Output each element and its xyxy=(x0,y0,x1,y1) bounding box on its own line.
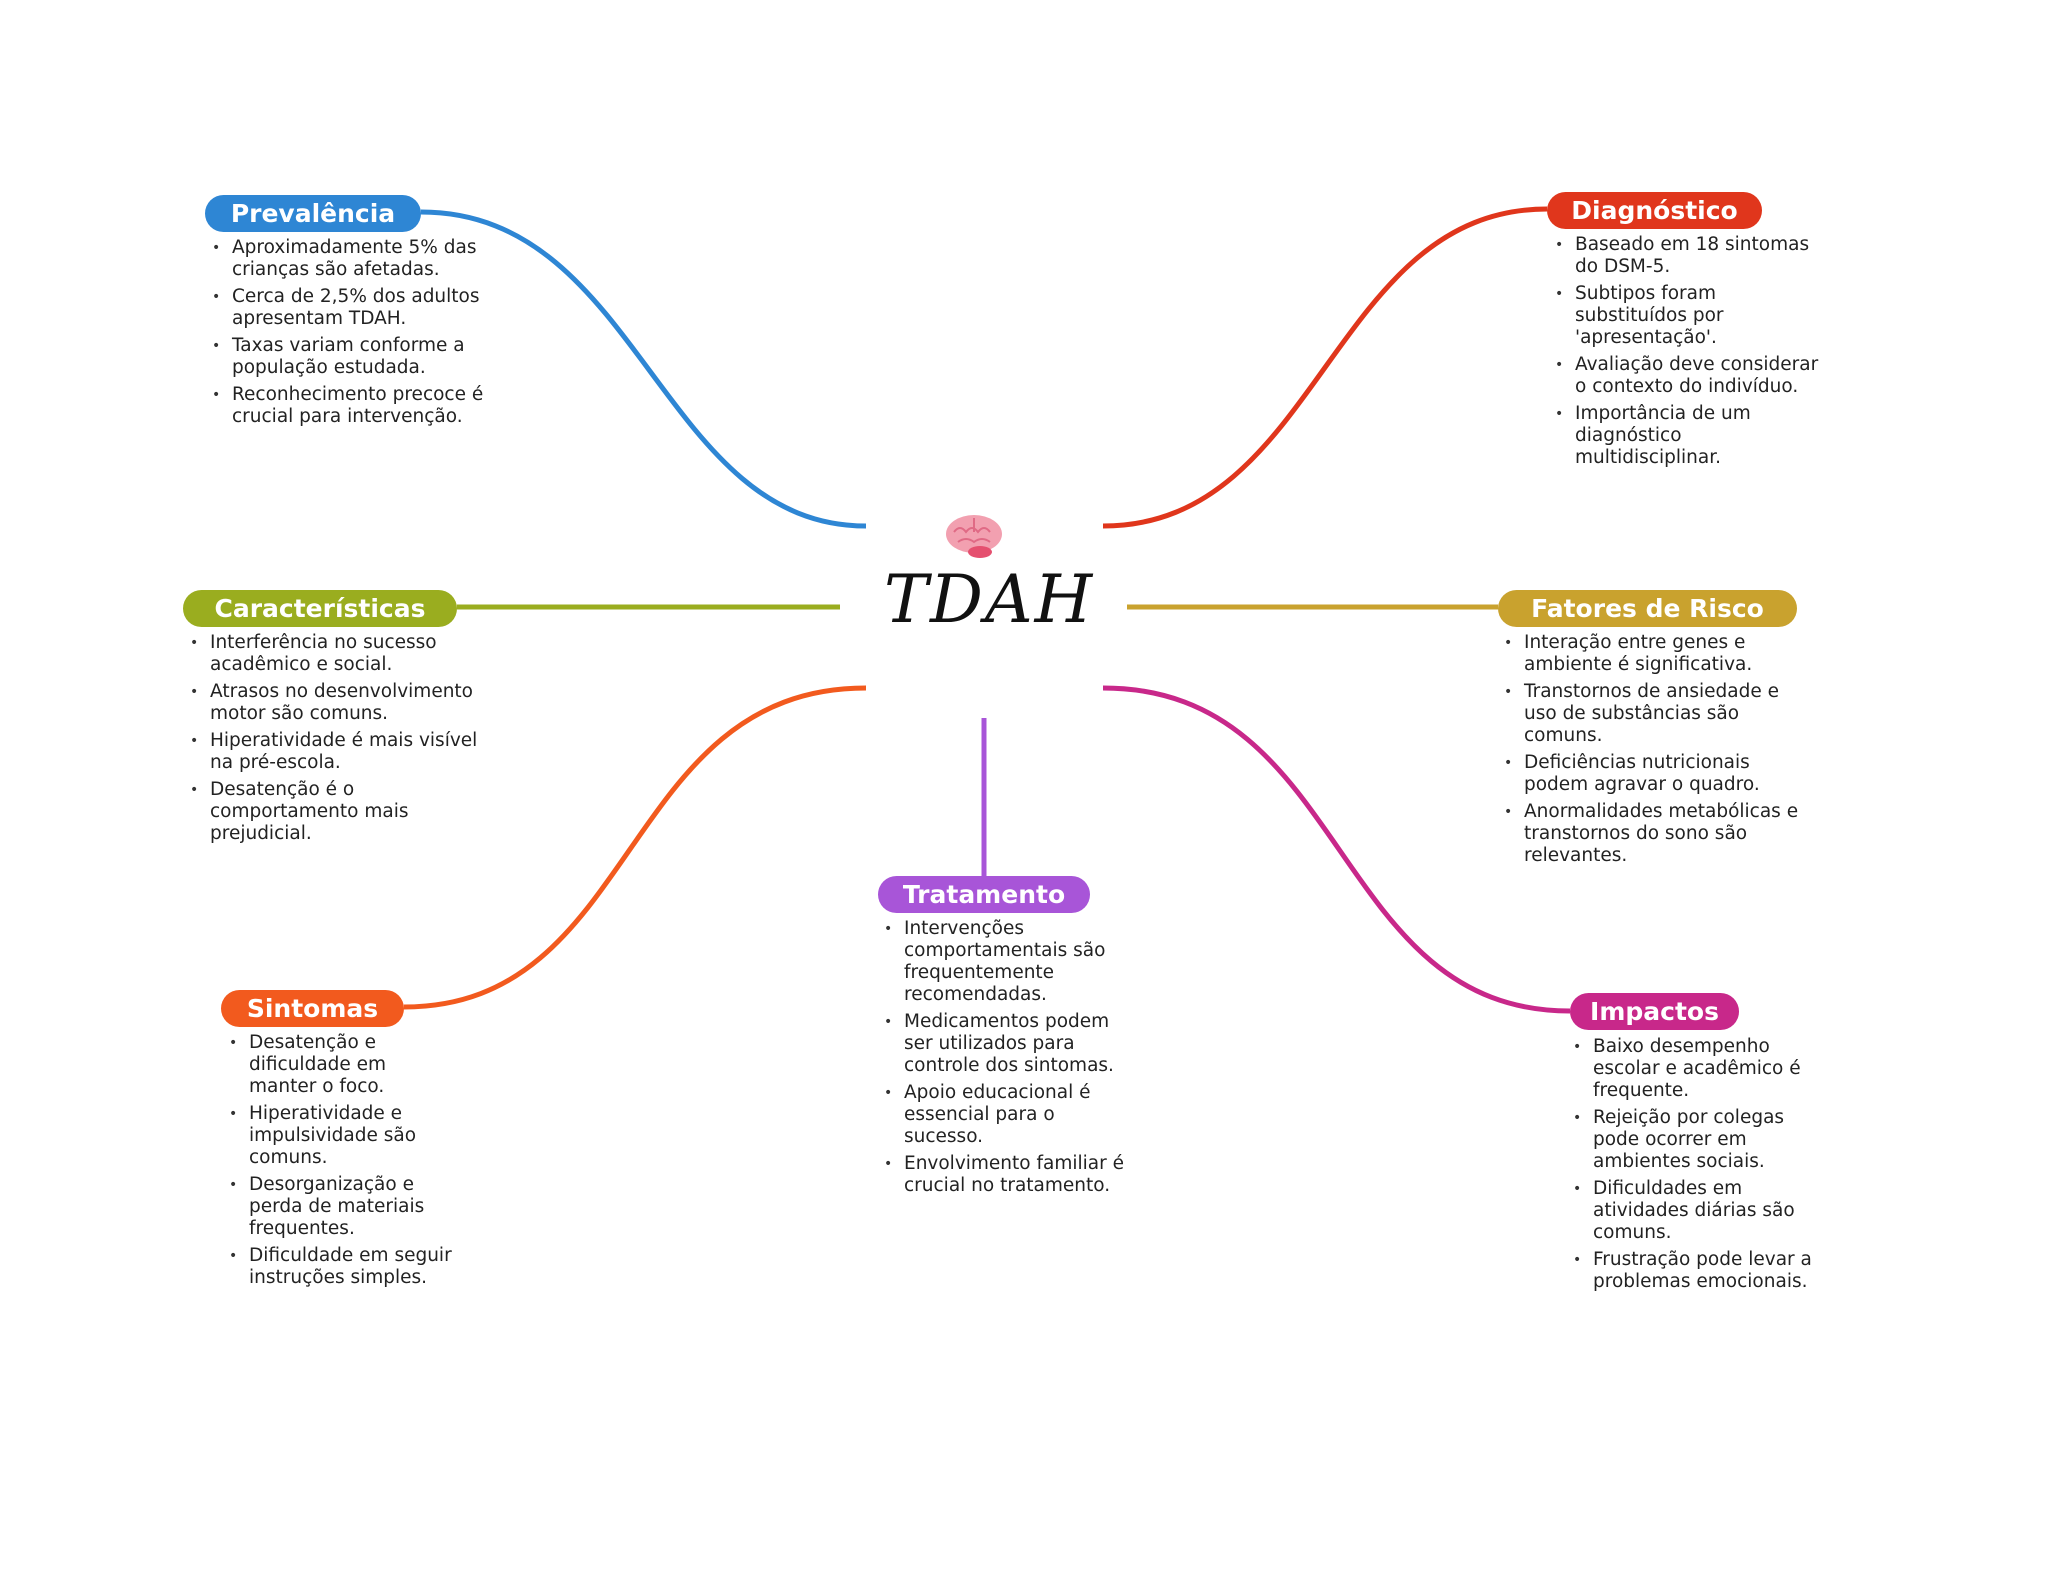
topic-sintomas[interactable]: Sintomas xyxy=(221,990,404,1027)
link-impactos xyxy=(1102,685,1571,1014)
list-item: Subtipos foram substituídos por 'apresen… xyxy=(1555,283,1825,349)
central-topic: TDAH xyxy=(884,561,1095,638)
list-item: Importância de um diagnóstico multidisci… xyxy=(1555,403,1825,469)
topic-tratamento[interactable]: Tratamento xyxy=(878,876,1090,913)
list-item: Hiperatividade e impulsividade são comun… xyxy=(229,1103,459,1169)
sintomas-list: Desatenção e dificuldade em manter o foc… xyxy=(229,1032,459,1294)
impactos-list: Baixo desempenho escolar e acadêmico é f… xyxy=(1573,1036,1813,1298)
list-item: Medicamentos podem ser utilizados para c… xyxy=(884,1011,1139,1077)
list-item: Intervenções comportamentais são frequen… xyxy=(884,918,1139,1006)
list-item: Taxas variam conforme a população estuda… xyxy=(212,335,502,379)
list-item: Frustração pode levar a problemas emocio… xyxy=(1573,1249,1813,1293)
fatores-list: Interação entre genes e ambiente é signi… xyxy=(1504,632,1804,872)
list-item: Desatenção e dificuldade em manter o foc… xyxy=(229,1032,459,1098)
list-item: Dificuldades em atividades diárias são c… xyxy=(1573,1178,1813,1244)
topic-prevalencia[interactable]: Prevalência xyxy=(205,195,421,232)
list-item: Reconhecimento precoce é crucial para in… xyxy=(212,384,502,428)
link-prevalencia xyxy=(420,209,867,529)
list-item: Baseado em 18 sintomas do DSM-5. xyxy=(1555,234,1825,278)
list-item: Atrasos no desenvolvimento motor são com… xyxy=(190,681,490,725)
list-item: Envolvimento familiar é crucial no trata… xyxy=(884,1153,1139,1197)
tratamento-list: Intervenções comportamentais são frequen… xyxy=(884,918,1139,1202)
topic-diagnostico[interactable]: Diagnóstico xyxy=(1547,192,1762,229)
list-item: Interferência no sucesso acadêmico e soc… xyxy=(190,632,490,676)
list-item: Desorganização e perda de materiais freq… xyxy=(229,1174,459,1240)
link-diagnostico xyxy=(1102,206,1548,529)
diagnostico-list: Baseado em 18 sintomas do DSM-5. Subtipo… xyxy=(1555,234,1825,474)
topic-impactos[interactable]: Impactos xyxy=(1570,993,1739,1030)
list-item: Aproximadamente 5% das crianças são afet… xyxy=(212,237,502,281)
list-item: Avaliação deve considerar o contexto do … xyxy=(1555,354,1825,398)
brain-icon xyxy=(946,515,1002,558)
list-item: Cerca de 2,5% dos adultos apresentam TDA… xyxy=(212,286,502,330)
list-item: Rejeição por colegas pode ocorrer em amb… xyxy=(1573,1107,1813,1173)
list-item: Dificuldade em seguir instruções simples… xyxy=(229,1245,459,1289)
list-item: Anormalidades metabólicas e transtornos … xyxy=(1504,801,1804,867)
list-item: Baixo desempenho escolar e acadêmico é f… xyxy=(1573,1036,1813,1102)
caracteristicas-list: Interferência no sucesso acadêmico e soc… xyxy=(190,632,490,850)
list-item: Hiperatividade é mais visível na pré-esc… xyxy=(190,730,490,774)
topic-fatores-de-risco[interactable]: Fatores de Risco xyxy=(1498,590,1797,627)
link-sintomas xyxy=(403,685,867,1010)
list-item: Desatenção é o comportamento mais prejud… xyxy=(190,779,490,845)
list-item: Deficiências nutricionais podem agravar … xyxy=(1504,752,1804,796)
list-item: Apoio educacional é essencial para o suc… xyxy=(884,1082,1139,1148)
prevalencia-list: Aproximadamente 5% das crianças são afet… xyxy=(212,237,502,433)
list-item: Interação entre genes e ambiente é signi… xyxy=(1504,632,1804,676)
topic-caracteristicas[interactable]: Características xyxy=(183,590,457,627)
list-item: Transtornos de ansiedade e uso de substâ… xyxy=(1504,681,1804,747)
